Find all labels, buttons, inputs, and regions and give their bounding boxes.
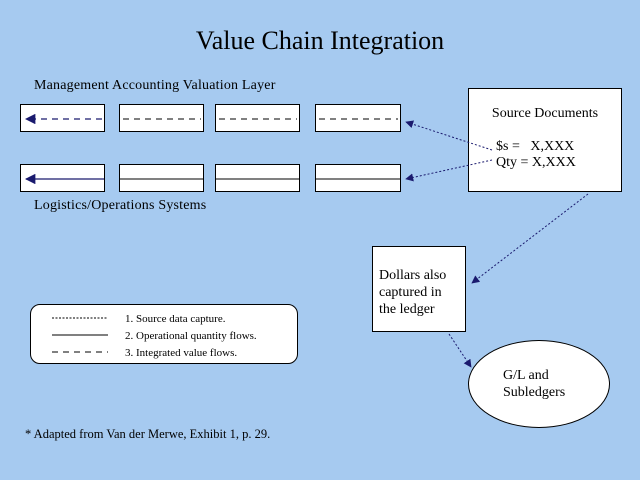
gl-line-1: G/L and	[503, 368, 549, 383]
legend-box: 1. Source data capture. 2. Operational q…	[30, 304, 298, 364]
gl-line-2: Subledgers	[503, 385, 566, 400]
operations-box-2	[119, 164, 204, 192]
valuation-box-3	[215, 104, 300, 132]
page-title: Value Chain Integration	[195, 26, 445, 55]
operations-box-3	[215, 164, 300, 192]
legend-item-quantity-flows: 2. Operational quantity flows.	[125, 330, 257, 342]
valuation-box-2	[119, 104, 204, 132]
source-documents-box: Source Documents $s = X,XXX Qty = X,XXX	[468, 88, 622, 192]
source-dollars-value: $s = X,XXX	[496, 139, 575, 154]
ledger-line-3: the ledger	[379, 302, 435, 317]
operations-label: Logistics/Operations Systems	[34, 198, 207, 213]
valuation-box-4	[315, 104, 401, 132]
source-documents-title: Source Documents	[491, 106, 599, 121]
ledger-line-1: Dollars also	[379, 268, 447, 283]
ledger-line-2: captured in	[379, 285, 442, 300]
legend-item-value-flows: 3. Integrated value flows.	[125, 347, 238, 359]
operations-box-1	[20, 164, 105, 192]
ledger-to-gl-arrow	[448, 333, 472, 368]
source-capture-arrow-top	[405, 120, 493, 151]
footnote: * Adapted from Van der Merwe, Exhibit 1,…	[25, 427, 271, 441]
source-capture-arrow-bottom	[405, 159, 493, 182]
valuation-layer-label: Management Accounting Valuation Layer	[34, 78, 276, 93]
operations-box-4	[315, 164, 401, 192]
gl-subledgers-ellipse: G/L and Subledgers	[468, 340, 610, 428]
legend-item-source-capture: 1. Source data capture.	[125, 313, 226, 325]
ledger-box: Dollars also captured in the ledger	[372, 246, 466, 332]
source-to-ledger-arrow	[471, 193, 589, 284]
source-qty-value: Qty = X,XXX	[496, 155, 576, 170]
